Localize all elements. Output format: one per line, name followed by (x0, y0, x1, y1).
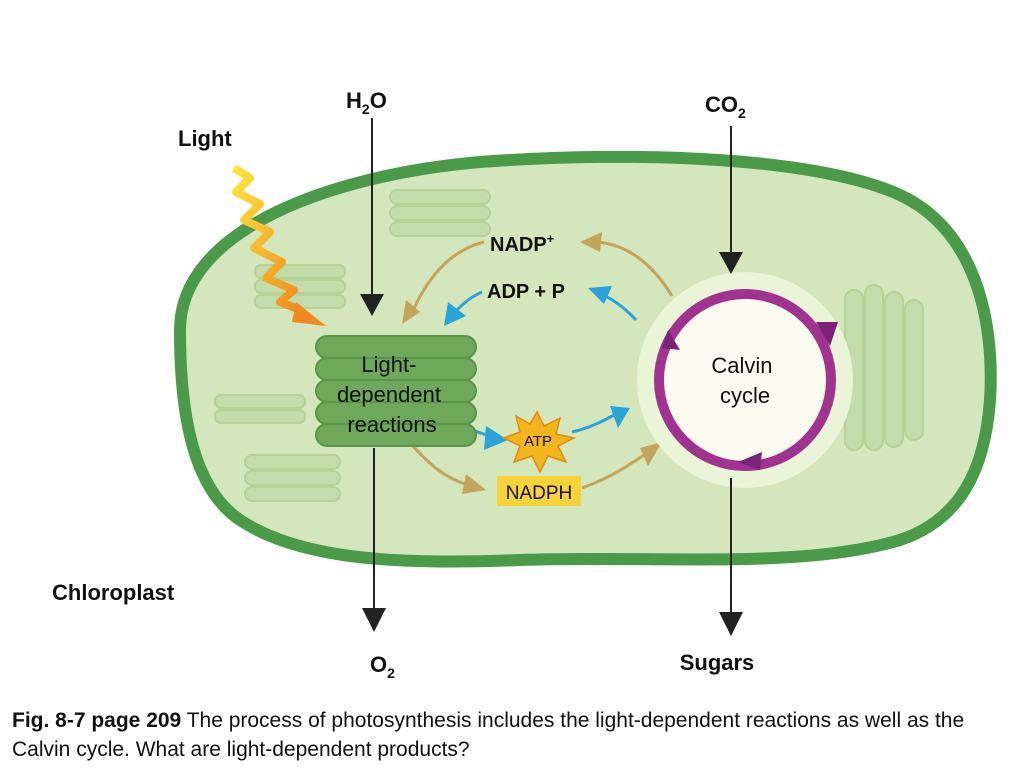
sugars-label: Sugars (680, 650, 755, 675)
light-dependent-label: Light- dependent reactions (337, 352, 447, 437)
background-grana (214, 189, 924, 502)
light-dependent-line-1: Light- (361, 352, 416, 377)
light-arrowhead (292, 302, 326, 326)
co2-label: CO2 (705, 92, 746, 121)
caption-text: The process of photosynthesis includes t… (12, 709, 965, 761)
calvin-cycle-arrowheads (662, 322, 838, 470)
calvin-line-1: Calvin (711, 353, 772, 378)
h2o-label: H2O (346, 88, 387, 117)
calvin-line-2: cycle (720, 383, 770, 408)
adp-p-label: ADP + P (487, 281, 565, 303)
sugars-arrowhead (719, 612, 743, 636)
atp-label: ATP (524, 433, 552, 450)
blue-arrowheads (444, 286, 630, 450)
light-dependent-grana (315, 335, 477, 447)
photosynthesis-diagram: Light- dependent reactions Calvin cycle … (52, 88, 997, 681)
atp-starburst (502, 410, 577, 474)
light-label: Light (178, 126, 232, 151)
co2-arrowhead (719, 252, 743, 274)
chloroplast-label: Chloroplast (52, 580, 175, 605)
tan-arrows (408, 240, 674, 490)
nadp-plus-label: NADP+ (490, 231, 555, 256)
nadph-label: NADPH (506, 483, 573, 504)
o2-arrowhead (362, 608, 386, 632)
light-zigzag-arrow (231, 164, 302, 314)
light-dependent-line-2: dependent (337, 382, 441, 407)
figure-caption: Fig. 8-7 page 209 The process of photosy… (12, 706, 1012, 764)
calvin-cycle-label: Calvin cycle (711, 353, 778, 408)
light-dependent-line-3: reactions (347, 412, 436, 437)
h2o-arrowhead (360, 294, 384, 316)
nadph-box (497, 476, 581, 506)
calvin-cycle-ring (654, 289, 836, 471)
figure-reference: Fig. 8-7 page 209 (12, 709, 182, 732)
o2-label: O2 (370, 652, 395, 681)
tan-arrowheads (402, 232, 662, 494)
